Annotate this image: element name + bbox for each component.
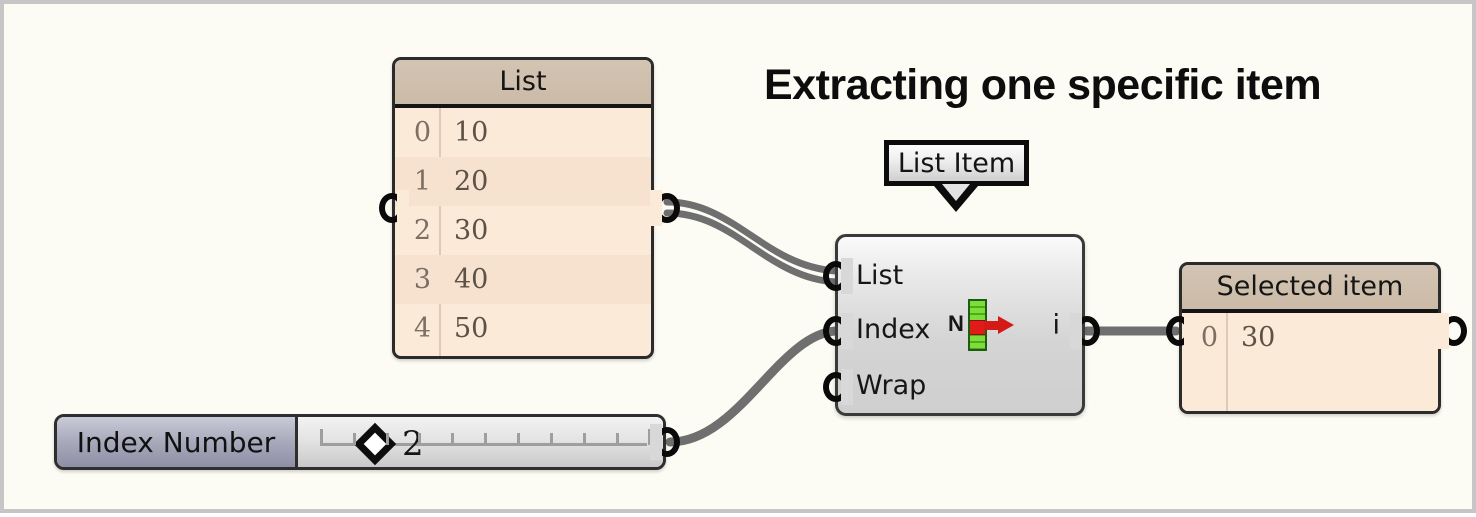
list-item-icon: N	[948, 299, 1020, 351]
wire-list-gap	[666, 206, 837, 278]
page-title: Extracting one specific item	[764, 61, 1322, 109]
slider-value: 2	[402, 424, 424, 464]
slider-tick	[352, 433, 356, 445]
slider-tick	[385, 433, 389, 445]
slider-tick	[319, 429, 323, 445]
selected-item-row-value: 30	[1241, 322, 1276, 353]
wire-list-to-listitem-a	[663, 198, 840, 275]
node-input-list[interactable]: List	[838, 245, 1082, 305]
list-row-index: 1	[413, 166, 431, 197]
node-input-wrap-label: Wrap	[856, 369, 927, 401]
list-row-index: 4	[413, 313, 431, 344]
list-panel-body: 0 10 1 20 2 30 3 40 4 50	[395, 108, 651, 356]
slider-tick	[451, 433, 455, 445]
slider-tick	[418, 433, 422, 445]
slider-tick	[582, 433, 586, 445]
list-item-icon-selected-segment	[970, 320, 985, 335]
wire-slider-to-listitem	[665, 326, 841, 447]
slider-track-line	[320, 443, 647, 446]
slider-tick	[615, 433, 619, 445]
selected-item-body: 0 30	[1182, 313, 1438, 411]
node-input-index-label: Index	[856, 313, 931, 345]
index-number-slider[interactable]: Index Number 2	[54, 414, 666, 470]
list-row-index: 0	[413, 117, 431, 148]
list-row: 1 20	[395, 157, 651, 206]
selected-item-row: 0 30	[1182, 313, 1438, 362]
slider-label[interactable]: Index Number	[57, 417, 298, 467]
list-panel-header: List	[395, 60, 651, 108]
node-input-index[interactable]: Index	[838, 299, 1082, 359]
list-row: 3 40	[395, 255, 651, 304]
list-row: 0 10	[395, 108, 651, 157]
slider-tick	[648, 429, 652, 445]
slider-tick	[484, 433, 488, 445]
column-divider	[1226, 313, 1228, 411]
wire-layer	[663, 198, 1181, 447]
list-row-value: 10	[454, 117, 489, 148]
list-item-tooltip-label: List Item	[897, 147, 1016, 179]
wire-list-to-listitem-b	[663, 209, 840, 286]
list-panel[interactable]: List 0 10 1 20 2 30 3 40 4 50	[392, 57, 654, 359]
column-divider	[439, 108, 441, 356]
list-row-value: 20	[454, 166, 489, 197]
list-row-value: 50	[454, 313, 489, 344]
node-input-wrap[interactable]: Wrap	[838, 355, 1082, 415]
arrow-right-icon	[984, 316, 1014, 334]
slider-tick	[517, 433, 520, 445]
list-row-index: 2	[413, 215, 431, 246]
list-item-icon-letter: N	[948, 311, 964, 336]
selected-item-row-index: 0	[1200, 322, 1218, 353]
selected-item-header: Selected item	[1182, 265, 1438, 313]
selected-item-panel[interactable]: Selected item 0 30	[1179, 262, 1441, 414]
list-row: 4 50	[395, 304, 651, 353]
node-output-label: i	[1052, 309, 1060, 341]
list-row-value: 40	[454, 264, 489, 295]
tooltip-pointer	[934, 184, 978, 212]
list-row-index: 3	[413, 264, 431, 295]
list-row: 2 30	[395, 206, 651, 255]
slider-track[interactable]: 2	[298, 417, 663, 467]
node-input-list-label: List	[856, 259, 904, 291]
list-item-tooltip: List Item	[884, 140, 1029, 186]
list-row-value: 30	[454, 215, 489, 246]
list-item-node[interactable]: List Index Wrap N i	[835, 234, 1085, 416]
slider-handle[interactable]	[353, 422, 397, 466]
slider-tick	[549, 433, 553, 445]
